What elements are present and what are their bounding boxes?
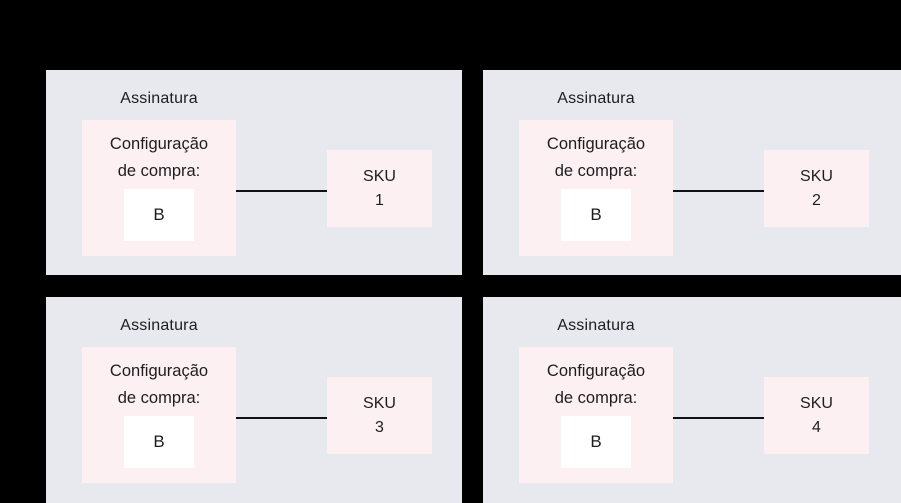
sku-number: 3 xyxy=(375,418,384,436)
sku-label: SKU xyxy=(363,167,396,185)
sku-box: SKU 2 xyxy=(764,150,869,227)
config-label-line2: de compra: xyxy=(554,162,638,180)
config-value: B xyxy=(153,205,165,224)
subscription-panel-1: Assinatura Configuração de compra: B SKU… xyxy=(46,70,462,275)
config-value: B xyxy=(590,205,602,224)
config-label-line2: de compra: xyxy=(554,389,638,407)
config-label-line1: Configuração xyxy=(109,135,209,153)
sku-box: SKU 1 xyxy=(327,150,432,227)
sku-box: SKU 3 xyxy=(327,377,432,454)
config-value-box: B xyxy=(124,416,194,468)
config-label-line1: Configuração xyxy=(109,362,209,380)
config-value-box: B xyxy=(561,189,631,241)
connector-line xyxy=(236,190,327,192)
sku-number: 1 xyxy=(375,191,384,209)
panel-title: Assinatura xyxy=(120,317,198,334)
panel-title: Assinatura xyxy=(557,90,635,107)
panel-title: Assinatura xyxy=(557,317,635,334)
sku-number: 4 xyxy=(812,418,821,436)
subscription-panel-4: Assinatura Configuração de compra: B SKU… xyxy=(483,297,901,503)
sku-box: SKU 4 xyxy=(764,377,869,454)
config-value-box: B xyxy=(124,189,194,241)
sku-label: SKU xyxy=(800,394,833,412)
config-label-line1: Configuração xyxy=(546,135,646,153)
config-label-line2: de compra: xyxy=(117,389,201,407)
sku-label: SKU xyxy=(363,394,396,412)
purchase-config-box: Configuração de compra: B xyxy=(82,347,236,483)
subscription-panel-3: Assinatura Configuração de compra: B SKU… xyxy=(46,297,462,503)
purchase-config-box: Configuração de compra: B xyxy=(519,347,673,483)
sku-label: SKU xyxy=(800,167,833,185)
subscription-panel-2: Assinatura Configuração de compra: B SKU… xyxy=(483,70,901,275)
config-value: B xyxy=(153,432,165,451)
purchase-config-box: Configuração de compra: B xyxy=(519,120,673,256)
purchase-config-box: Configuração de compra: B xyxy=(82,120,236,256)
config-value-box: B xyxy=(561,416,631,468)
config-label-line2: de compra: xyxy=(117,162,201,180)
config-label-line1: Configuração xyxy=(546,362,646,380)
panel-title: Assinatura xyxy=(120,90,198,107)
connector-line xyxy=(673,417,764,419)
connector-line xyxy=(673,190,764,192)
connector-line xyxy=(236,417,327,419)
config-value: B xyxy=(590,432,602,451)
sku-number: 2 xyxy=(812,191,821,209)
